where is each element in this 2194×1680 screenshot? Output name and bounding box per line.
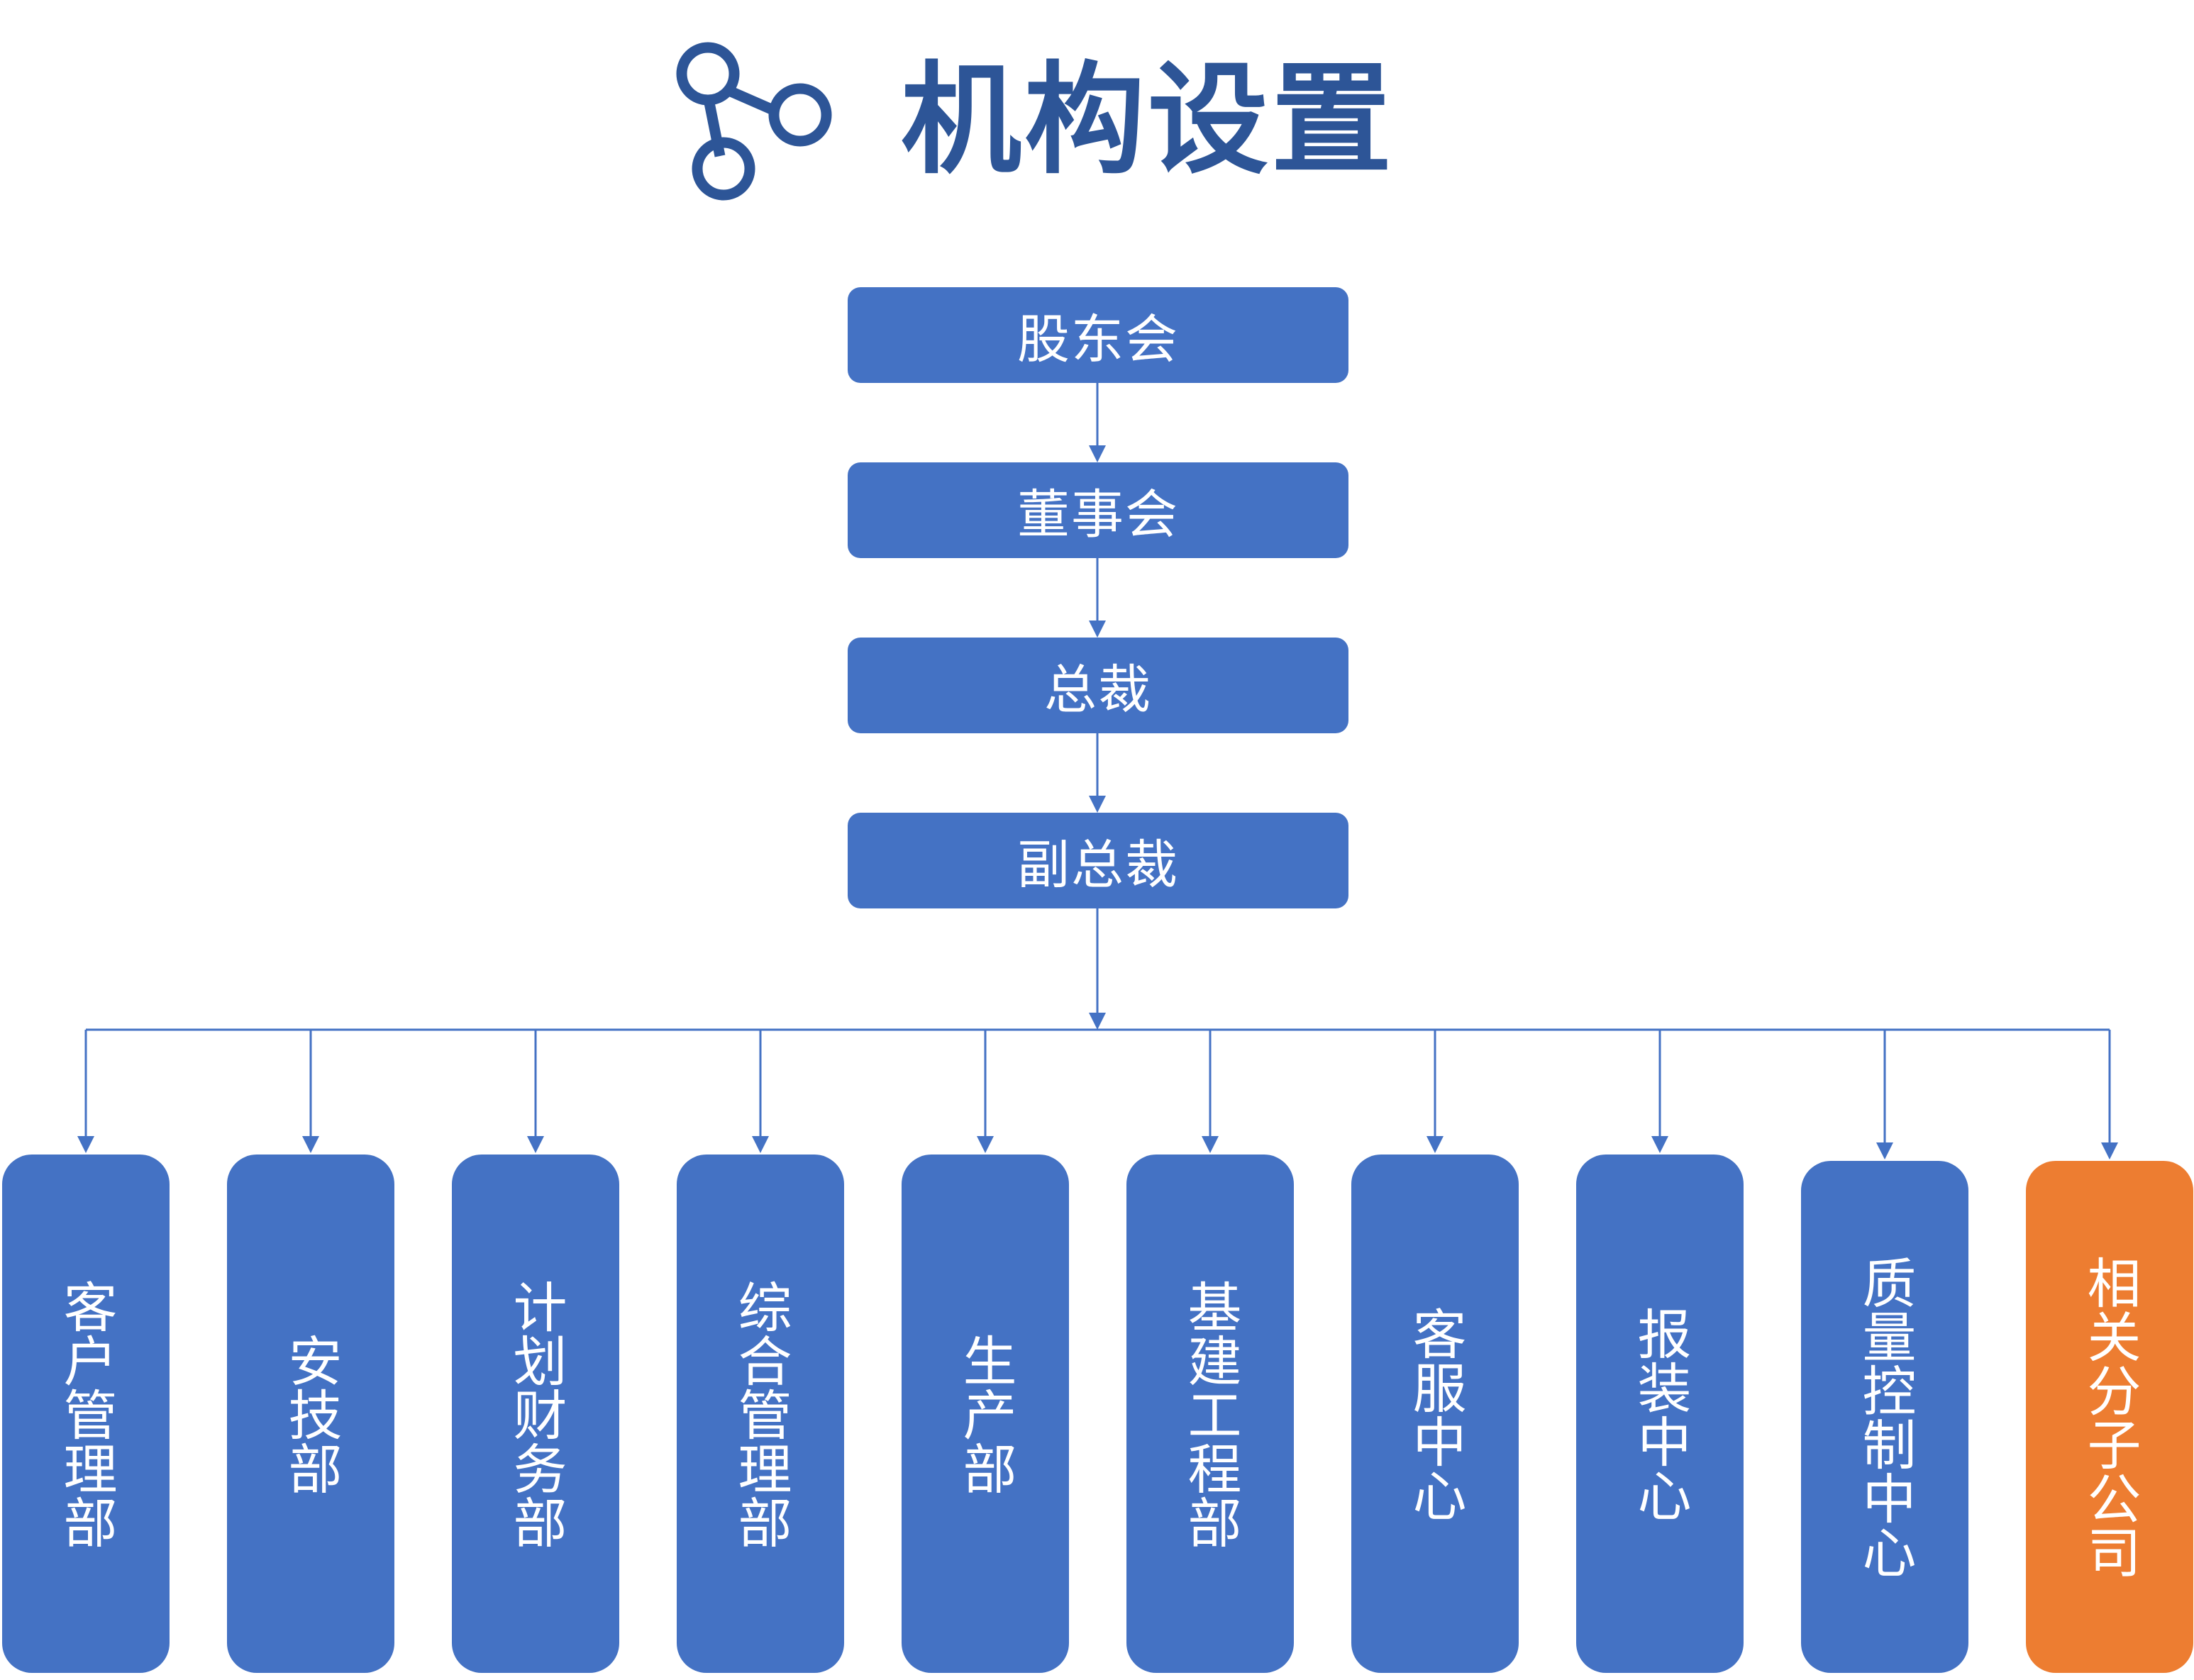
dept-planning-finance: 计划财务部 <box>452 1155 619 1673</box>
department-connector-arrow <box>977 1136 994 1153</box>
department-connector-arrow <box>302 1136 319 1153</box>
department-connector-arrow <box>1426 1136 1444 1153</box>
dept-infrastructure-engineering: 基建工程部 <box>1126 1155 1294 1673</box>
department-connector-arrow <box>527 1136 544 1153</box>
chain-connector-arrow <box>1089 445 1106 462</box>
chain-connector-arrow <box>1089 621 1106 638</box>
department-connector-arrow <box>1651 1136 1668 1153</box>
dept-general-management: 综合管理部 <box>677 1155 844 1673</box>
dept-safety-technology: 安技部 <box>227 1155 394 1673</box>
node-shareholders-meeting: 股东会 <box>848 287 1348 383</box>
dept-related-subsidiaries: 相关分子公司 <box>2026 1161 2193 1673</box>
department-connector-arrow <box>77 1136 94 1153</box>
dept-quality-control-center: 质量控制中心 <box>1801 1161 1968 1673</box>
dept-customer-service-center: 客服中心 <box>1351 1155 1519 1673</box>
title-area: 机构设置 <box>674 35 1395 206</box>
node-board-of-directors: 董事会 <box>848 462 1348 558</box>
department-connector-arrow <box>1876 1142 1893 1159</box>
department-connector-arrow <box>1202 1136 1219 1153</box>
page-title: 机构设置 <box>901 50 1395 191</box>
trunk-connector-arrow <box>1089 1013 1106 1030</box>
dept-customer-management: 客户管理部 <box>2 1155 170 1673</box>
department-connector-arrow <box>2101 1142 2118 1159</box>
share-nodes-icon <box>676 42 832 201</box>
node-president: 总裁 <box>848 638 1348 733</box>
chain-connector-arrow <box>1089 796 1106 813</box>
dept-production: 生产部 <box>902 1155 1069 1673</box>
dept-installation-center: 报装中心 <box>1576 1155 1744 1673</box>
department-connector-arrow <box>752 1136 769 1153</box>
node-vice-president: 副总裁 <box>848 813 1348 908</box>
